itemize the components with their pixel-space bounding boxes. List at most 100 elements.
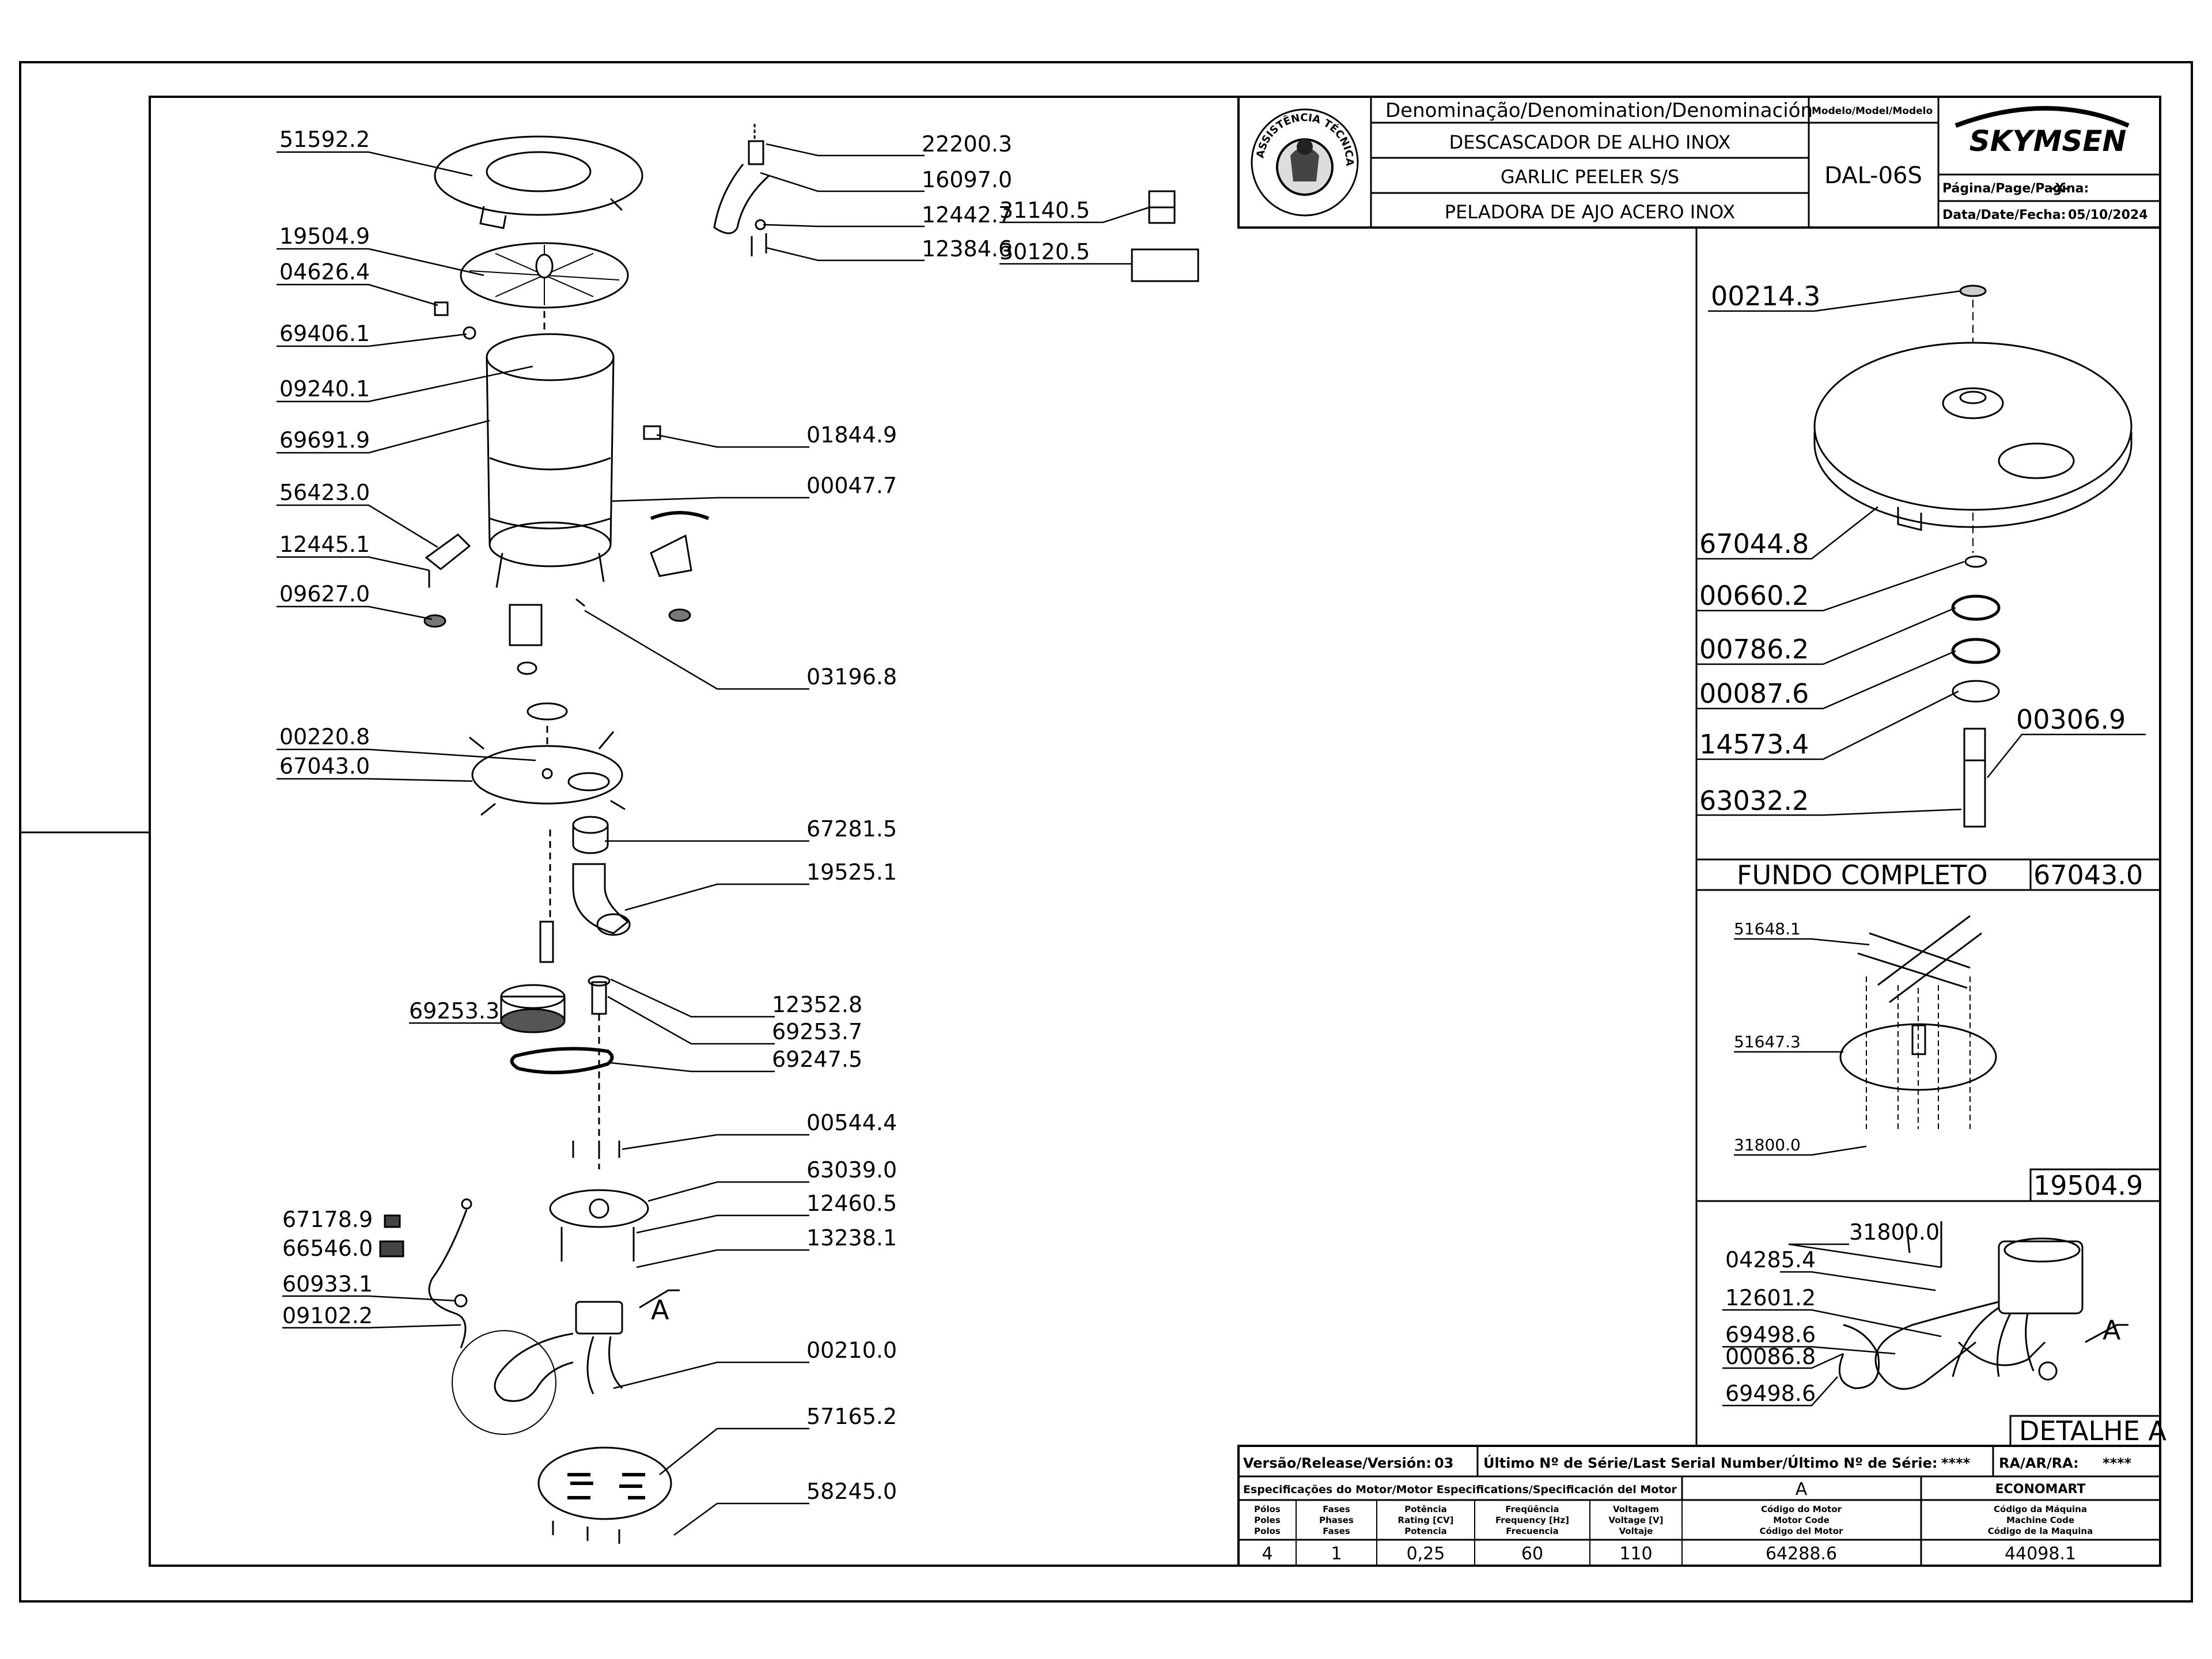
motor-code-letter: A xyxy=(1796,1479,1808,1499)
part-label: 66546.0 xyxy=(282,1236,373,1261)
date-label: Data/Date/Fecha: xyxy=(1942,208,2066,222)
ra-value: **** xyxy=(2103,1455,2132,1471)
part-label: 01844.9 xyxy=(806,422,897,448)
motor-value: 0,25 xyxy=(1407,1544,1445,1564)
motor-value: 110 xyxy=(1619,1544,1652,1564)
motor-header-text: Pólos xyxy=(1254,1504,1281,1514)
motor-header-text: Rating [CV] xyxy=(1398,1515,1454,1525)
disc-caption-box: 19504.9 xyxy=(2029,1168,2161,1202)
part-label: 22200.3 xyxy=(922,131,1012,157)
date-value: 05/10/2024 xyxy=(2068,208,2148,222)
part-label: 03196.8 xyxy=(806,664,897,690)
fundo-caption-box: FUNDO COMPLETO 67043.0 xyxy=(1737,858,2161,891)
part-label: 51648.1 xyxy=(1734,919,1801,938)
motor-header-text: Voltaje xyxy=(1619,1526,1653,1536)
part-label: 00544.4 xyxy=(806,1110,897,1135)
name-en: GARLIC PEELER S/S xyxy=(1501,166,1679,188)
motor-header-text: Polos xyxy=(1254,1526,1281,1536)
part-label: 13238.1 xyxy=(806,1225,897,1251)
drawing-border xyxy=(149,96,2161,1567)
svg-text:SKYMSEN: SKYMSEN xyxy=(1969,124,2127,158)
part-label: 56423.0 xyxy=(279,480,370,505)
part-label: 09627.0 xyxy=(279,581,370,607)
part-label: 69691.9 xyxy=(279,427,370,453)
leader-lines-main xyxy=(276,143,1150,1536)
motor-header-text: Frecuencia xyxy=(1506,1526,1558,1536)
part-label: 67281.5 xyxy=(806,816,897,842)
part-label: 00220.8 xyxy=(279,724,370,749)
brand-logo: SKYMSEN xyxy=(1955,106,2130,158)
part-label: 04285.4 xyxy=(1725,1247,1816,1272)
main-exploded-view: A xyxy=(379,124,1199,1544)
motor-header-text: Código do Motor xyxy=(1761,1504,1842,1514)
page-label: Página/Page/Pagina: xyxy=(1942,181,2089,196)
part-label: 12442.7 xyxy=(922,202,1012,228)
part-label: 57165.2 xyxy=(806,1404,897,1429)
motor-value: 44098.1 xyxy=(2005,1544,2076,1564)
part-label: 16097.0 xyxy=(922,167,1012,192)
leader-lines-detail xyxy=(1722,1243,1942,1407)
motor-spec-label: Especificações do Motor/Motor Especifica… xyxy=(1243,1483,1677,1496)
part-label: 67178.9 xyxy=(282,1207,373,1232)
page-value: -X- xyxy=(2051,181,2069,196)
disc-assembly-code: 19504.9 xyxy=(2033,1170,2143,1201)
motor-header-text: Motor Code xyxy=(1773,1515,1830,1525)
motor-value: 1 xyxy=(1331,1544,1342,1564)
part-label: 69253.7 xyxy=(772,1019,862,1044)
part-label: 67043.0 xyxy=(279,753,370,779)
part-label: 00786.2 xyxy=(1699,634,1809,665)
name-es: PELADORA DE AJO ACERO INOX xyxy=(1445,201,1735,223)
part-label: 69498.6 xyxy=(1725,1381,1816,1406)
fundo-caption: FUNDO COMPLETO xyxy=(1737,859,1988,891)
part-label: 51647.3 xyxy=(1734,1032,1801,1051)
part-label: 00087.6 xyxy=(1699,678,1809,709)
part-label: 60933.1 xyxy=(282,1271,373,1297)
part-labels: 51592.219504.904626.469406.109240.169691… xyxy=(279,127,2126,1504)
motor-value: 4 xyxy=(1262,1544,1272,1564)
motor-header-text: Voltagem xyxy=(1613,1504,1659,1514)
motor-header-text: Freqüência xyxy=(1505,1504,1559,1514)
part-label: 19525.1 xyxy=(806,859,897,885)
model-header: Modelo/Model/Modelo xyxy=(1812,105,1933,117)
fundo-complete-drawing xyxy=(1813,285,2133,828)
ra-label: RA/AR/RA: xyxy=(1999,1455,2079,1471)
motor-header-text: Fases xyxy=(1323,1526,1350,1536)
part-label: 69498.6 xyxy=(1725,1322,1816,1347)
part-label: 04626.4 xyxy=(279,259,370,285)
detail-caption-box: DETALHE A xyxy=(2009,1415,2166,1447)
part-label: 69247.5 xyxy=(772,1047,862,1072)
release-label: Versão/Release/Versión: xyxy=(1243,1455,1431,1471)
part-label: 12601.2 xyxy=(1725,1285,1816,1310)
motor-header-text: Código de la Maquina xyxy=(1988,1526,2093,1536)
part-label: 00306.9 xyxy=(2016,704,2126,735)
spec-table: Versão/Release/Versión: 03 Último Nº de … xyxy=(1237,1445,2161,1567)
serial-label: Último Nº de Série/Last Serial Number/Úl… xyxy=(1483,1454,1938,1471)
part-label: 00214.3 xyxy=(1711,281,1820,312)
part-label: 69406.1 xyxy=(279,321,370,346)
fundo-assembly-code: 67043.0 xyxy=(2033,859,2143,891)
name-pt: DESCASCADOR DE ALHO INOX xyxy=(1449,131,1731,153)
motor-value: 60 xyxy=(1521,1544,1543,1564)
part-label: 31800.0 xyxy=(1849,1219,1940,1245)
leader-lines-fundo xyxy=(1696,290,2146,816)
denomination-header: Denominação/Denomination/Denominación xyxy=(1385,99,1813,122)
motor-header-text: Poles xyxy=(1254,1515,1281,1525)
motor-header-text: Frequency [Hz] xyxy=(1495,1515,1569,1525)
part-label: 12384.6 xyxy=(922,236,1012,262)
part-label: 69253.3 xyxy=(409,998,499,1024)
disc-drawing xyxy=(1839,915,1997,1129)
part-label: 19504.9 xyxy=(279,224,370,249)
part-label: 00047.7 xyxy=(806,473,897,498)
part-label: 31140.5 xyxy=(999,198,1090,223)
machine-name: ECONOMART xyxy=(1995,1482,2086,1497)
motor-header-text: Fases xyxy=(1323,1504,1350,1514)
part-label: 30120.5 xyxy=(999,239,1090,264)
detail-a-marker-main: A xyxy=(651,1294,669,1325)
part-label: 63039.0 xyxy=(806,1157,897,1183)
part-label: 63032.2 xyxy=(1699,785,1809,816)
part-label: 12445.1 xyxy=(279,532,370,557)
part-label: 12352.8 xyxy=(772,992,862,1017)
model-code: DAL-06S xyxy=(1824,162,1922,189)
